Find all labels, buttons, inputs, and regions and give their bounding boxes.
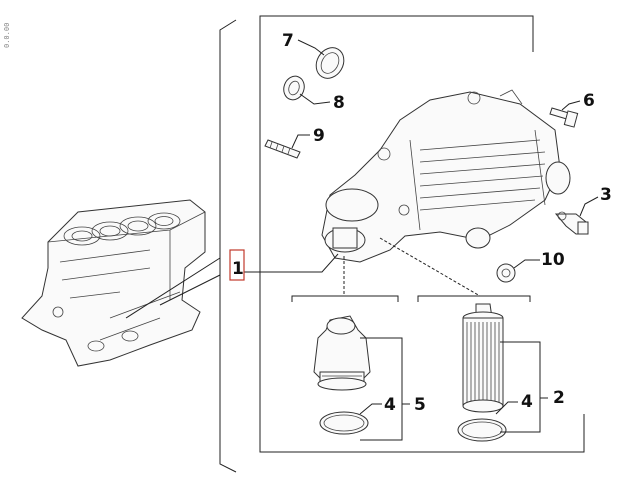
outer-bracket [219, 19, 237, 473]
engine-leader [125, 257, 221, 319]
o-ring-4a-inner [323, 414, 365, 432]
stud-bolt-9 [264, 139, 301, 159]
callout-4a[interactable]: 4 [384, 395, 396, 415]
subgroup-frame-5-top [291, 295, 399, 302]
bracket-5 [360, 337, 403, 441]
callout-8[interactable]: 8 [333, 93, 345, 113]
leader-6 [561, 100, 581, 111]
callout-5[interactable]: 5 [414, 395, 426, 415]
engine-block-illustration [21, 199, 206, 367]
seal-ring-7 [315, 47, 345, 79]
callout-3[interactable]: 3 [600, 185, 612, 205]
filter-cap-5 [313, 315, 371, 391]
subgroup-frame-2-top [417, 295, 531, 302]
callout-4b[interactable]: 4 [521, 392, 533, 412]
callout-10[interactable]: 10 [541, 250, 565, 270]
callout-7[interactable]: 7 [282, 31, 294, 51]
pressure-sensor-3 [554, 211, 589, 235]
leader-1-diag [379, 237, 481, 297]
callout-1[interactable]: 1 [232, 259, 244, 279]
detail-frame-bottom [259, 66, 585, 453]
leader-7 [297, 39, 325, 56]
callout-6[interactable]: 6 [583, 91, 595, 111]
engine-leader-2 [159, 274, 221, 306]
bolt-6 [549, 107, 579, 128]
leader-10 [513, 259, 540, 269]
filter-cartridge-2 [462, 303, 504, 413]
callout-2[interactable]: 2 [553, 388, 565, 408]
selected-callout-frame[interactable] [229, 249, 245, 281]
leader-1 [244, 253, 339, 273]
leader-3 [579, 196, 599, 217]
seal-ring-8 [283, 75, 305, 101]
o-ring-4a [319, 411, 369, 435]
leader-4b [495, 401, 518, 415]
leader-4a [359, 403, 382, 415]
oil-filter-housing-assembly [321, 89, 571, 263]
corner-stamp: 0.0.00 [3, 23, 11, 48]
detail-frame-top [259, 15, 534, 66]
leader-8 [299, 93, 331, 105]
plug-10 [496, 263, 516, 283]
callout-9[interactable]: 9 [313, 126, 325, 146]
o-ring-4b-inner [461, 421, 503, 439]
bracket-2 [500, 341, 541, 433]
leader-9 [291, 134, 310, 149]
o-ring-4b [457, 418, 507, 442]
